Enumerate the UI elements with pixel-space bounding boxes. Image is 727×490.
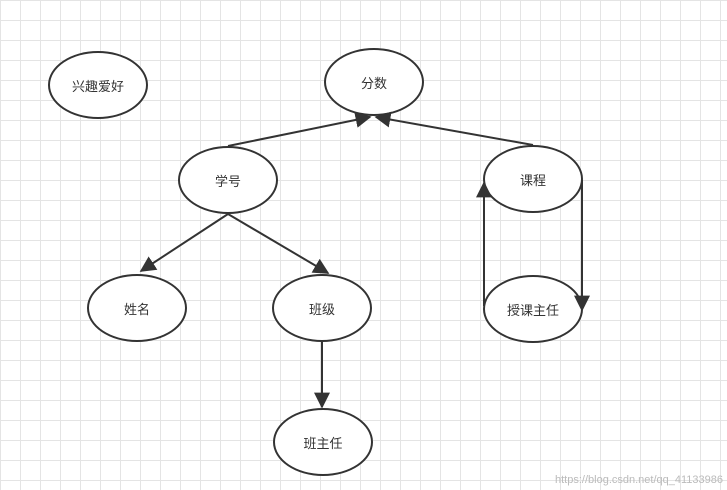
edge-course-to-score: [374, 111, 534, 146]
edge-student-id-to-score: [227, 112, 372, 147]
node-course-teacher[interactable]: 授课主任: [483, 275, 583, 343]
node-course[interactable]: 课程: [483, 145, 583, 213]
node-student-id[interactable]: 学号: [178, 146, 278, 214]
node-interest[interactable]: 兴趣爱好: [48, 51, 148, 119]
node-class[interactable]: 班级: [272, 274, 372, 342]
watermark: https://blog.csdn.net/qq_41133986: [555, 474, 723, 486]
edge-student-id-to-class: [227, 213, 330, 274]
node-score[interactable]: 分数: [324, 48, 424, 116]
edge-student-id-to-name: [139, 213, 229, 272]
node-head-teacher[interactable]: 班主任: [273, 408, 373, 476]
node-name[interactable]: 姓名: [87, 274, 187, 342]
